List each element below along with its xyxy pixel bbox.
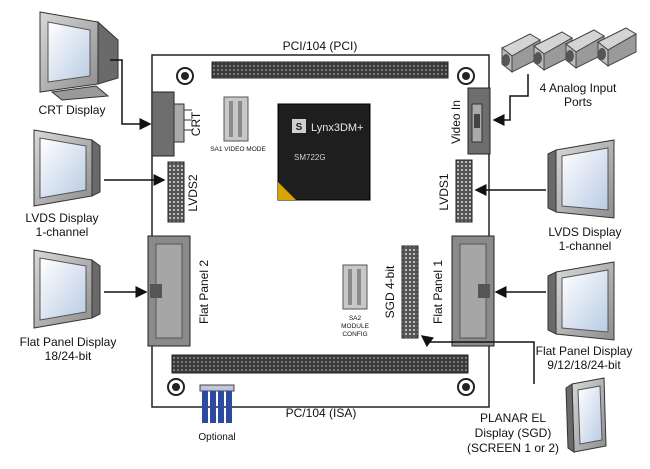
flat-panel-right-sub: 9/12/18/24-bit — [547, 358, 621, 372]
flat-panel-2-label: Flat Panel 2 — [197, 260, 211, 324]
lvds2-connector — [167, 161, 185, 223]
chip-name: Lynx3DM+ — [311, 122, 363, 134]
sgd-connector — [401, 245, 419, 339]
video-in-connector — [467, 87, 491, 155]
isa-connector — [171, 354, 469, 374]
video-in-cable-arrow — [492, 74, 529, 126]
flat-panel-right-icon — [547, 261, 615, 341]
sa2-dip-switch — [342, 264, 368, 310]
crt-monitor-icon — [39, 11, 119, 101]
pci-label: PCI/104 (PCI) — [283, 39, 358, 53]
crt-display-label: CRT Display — [39, 103, 106, 117]
optional-stack-connector — [199, 384, 235, 423]
video-in-label: Video In — [449, 100, 463, 144]
analog-ports-label: 4 Analog Input — [540, 81, 617, 95]
sa1-dip-switch — [223, 96, 249, 142]
lvds2-label: LVDS2 — [186, 174, 200, 211]
chip-part-number: SM722G — [294, 153, 326, 162]
flat-panel-left-sub: 18/24-bit — [45, 349, 92, 363]
lvds-display-right-sub: 1-channel — [559, 239, 612, 253]
lvds-display-left-sub: 1-channel — [36, 225, 89, 239]
sa1-label: SA1 VIDEO MODE — [210, 146, 266, 153]
lvds-display-right-label: LVDS Display — [548, 225, 621, 239]
isa-label: PC/104 (ISA) — [286, 406, 357, 420]
flat-panel-left-icon — [33, 249, 101, 329]
sgd-label: SGD 4-bit — [383, 265, 397, 318]
flat-panel-1-label: Flat Panel 1 — [431, 260, 445, 324]
planar-el-sub2: (SCREEN 1 or 2) — [467, 441, 559, 455]
optional-label: Optional — [198, 432, 235, 443]
chip-logo-icon — [292, 119, 306, 133]
flat-panel-right-label: Flat Panel Display — [536, 344, 633, 358]
analog-camera-icon — [501, 33, 541, 74]
lynx-chip: S Lynx3DM+ SM722G — [277, 103, 371, 201]
analog-camera-icon — [565, 29, 605, 70]
mounting-hole-icon — [176, 67, 194, 85]
planar-el-label: PLANAR EL — [480, 411, 546, 425]
chip-corner-marker — [278, 182, 296, 200]
crt-connector — [151, 91, 192, 157]
flat-panel-2-connector — [147, 235, 191, 347]
analog-camera-icon — [533, 31, 573, 72]
mounting-hole-icon — [457, 67, 475, 85]
lvds1-label: LVDS1 — [437, 173, 451, 210]
flat-panel-1-connector — [451, 235, 495, 347]
crt-cable-arrow — [110, 59, 152, 130]
planar-el-sub: Display (SGD) — [475, 426, 552, 440]
svg-text:S: S — [296, 122, 303, 133]
analog-camera-icon — [597, 27, 637, 68]
sa2-label: CONFIG — [342, 331, 367, 338]
sa2-label: SA2 — [349, 315, 362, 322]
crt-label: CRT — [189, 111, 203, 136]
lvds-display-left-label: LVDS Display — [25, 211, 98, 225]
lvds-display-left-icon — [33, 129, 101, 207]
mounting-hole-icon — [167, 378, 185, 396]
lvds-display-right-icon — [547, 139, 615, 219]
analog-ports-sub: Ports — [564, 95, 592, 109]
pci-connector — [211, 61, 449, 79]
mounting-hole-icon — [457, 378, 475, 396]
sgd-cable-arrow — [420, 335, 535, 384]
planar-el-display-icon — [565, 377, 607, 453]
flat-panel-left-label: Flat Panel Display — [20, 335, 117, 349]
sa2-label: MODULE — [341, 323, 369, 330]
lvds1-connector — [455, 159, 473, 223]
